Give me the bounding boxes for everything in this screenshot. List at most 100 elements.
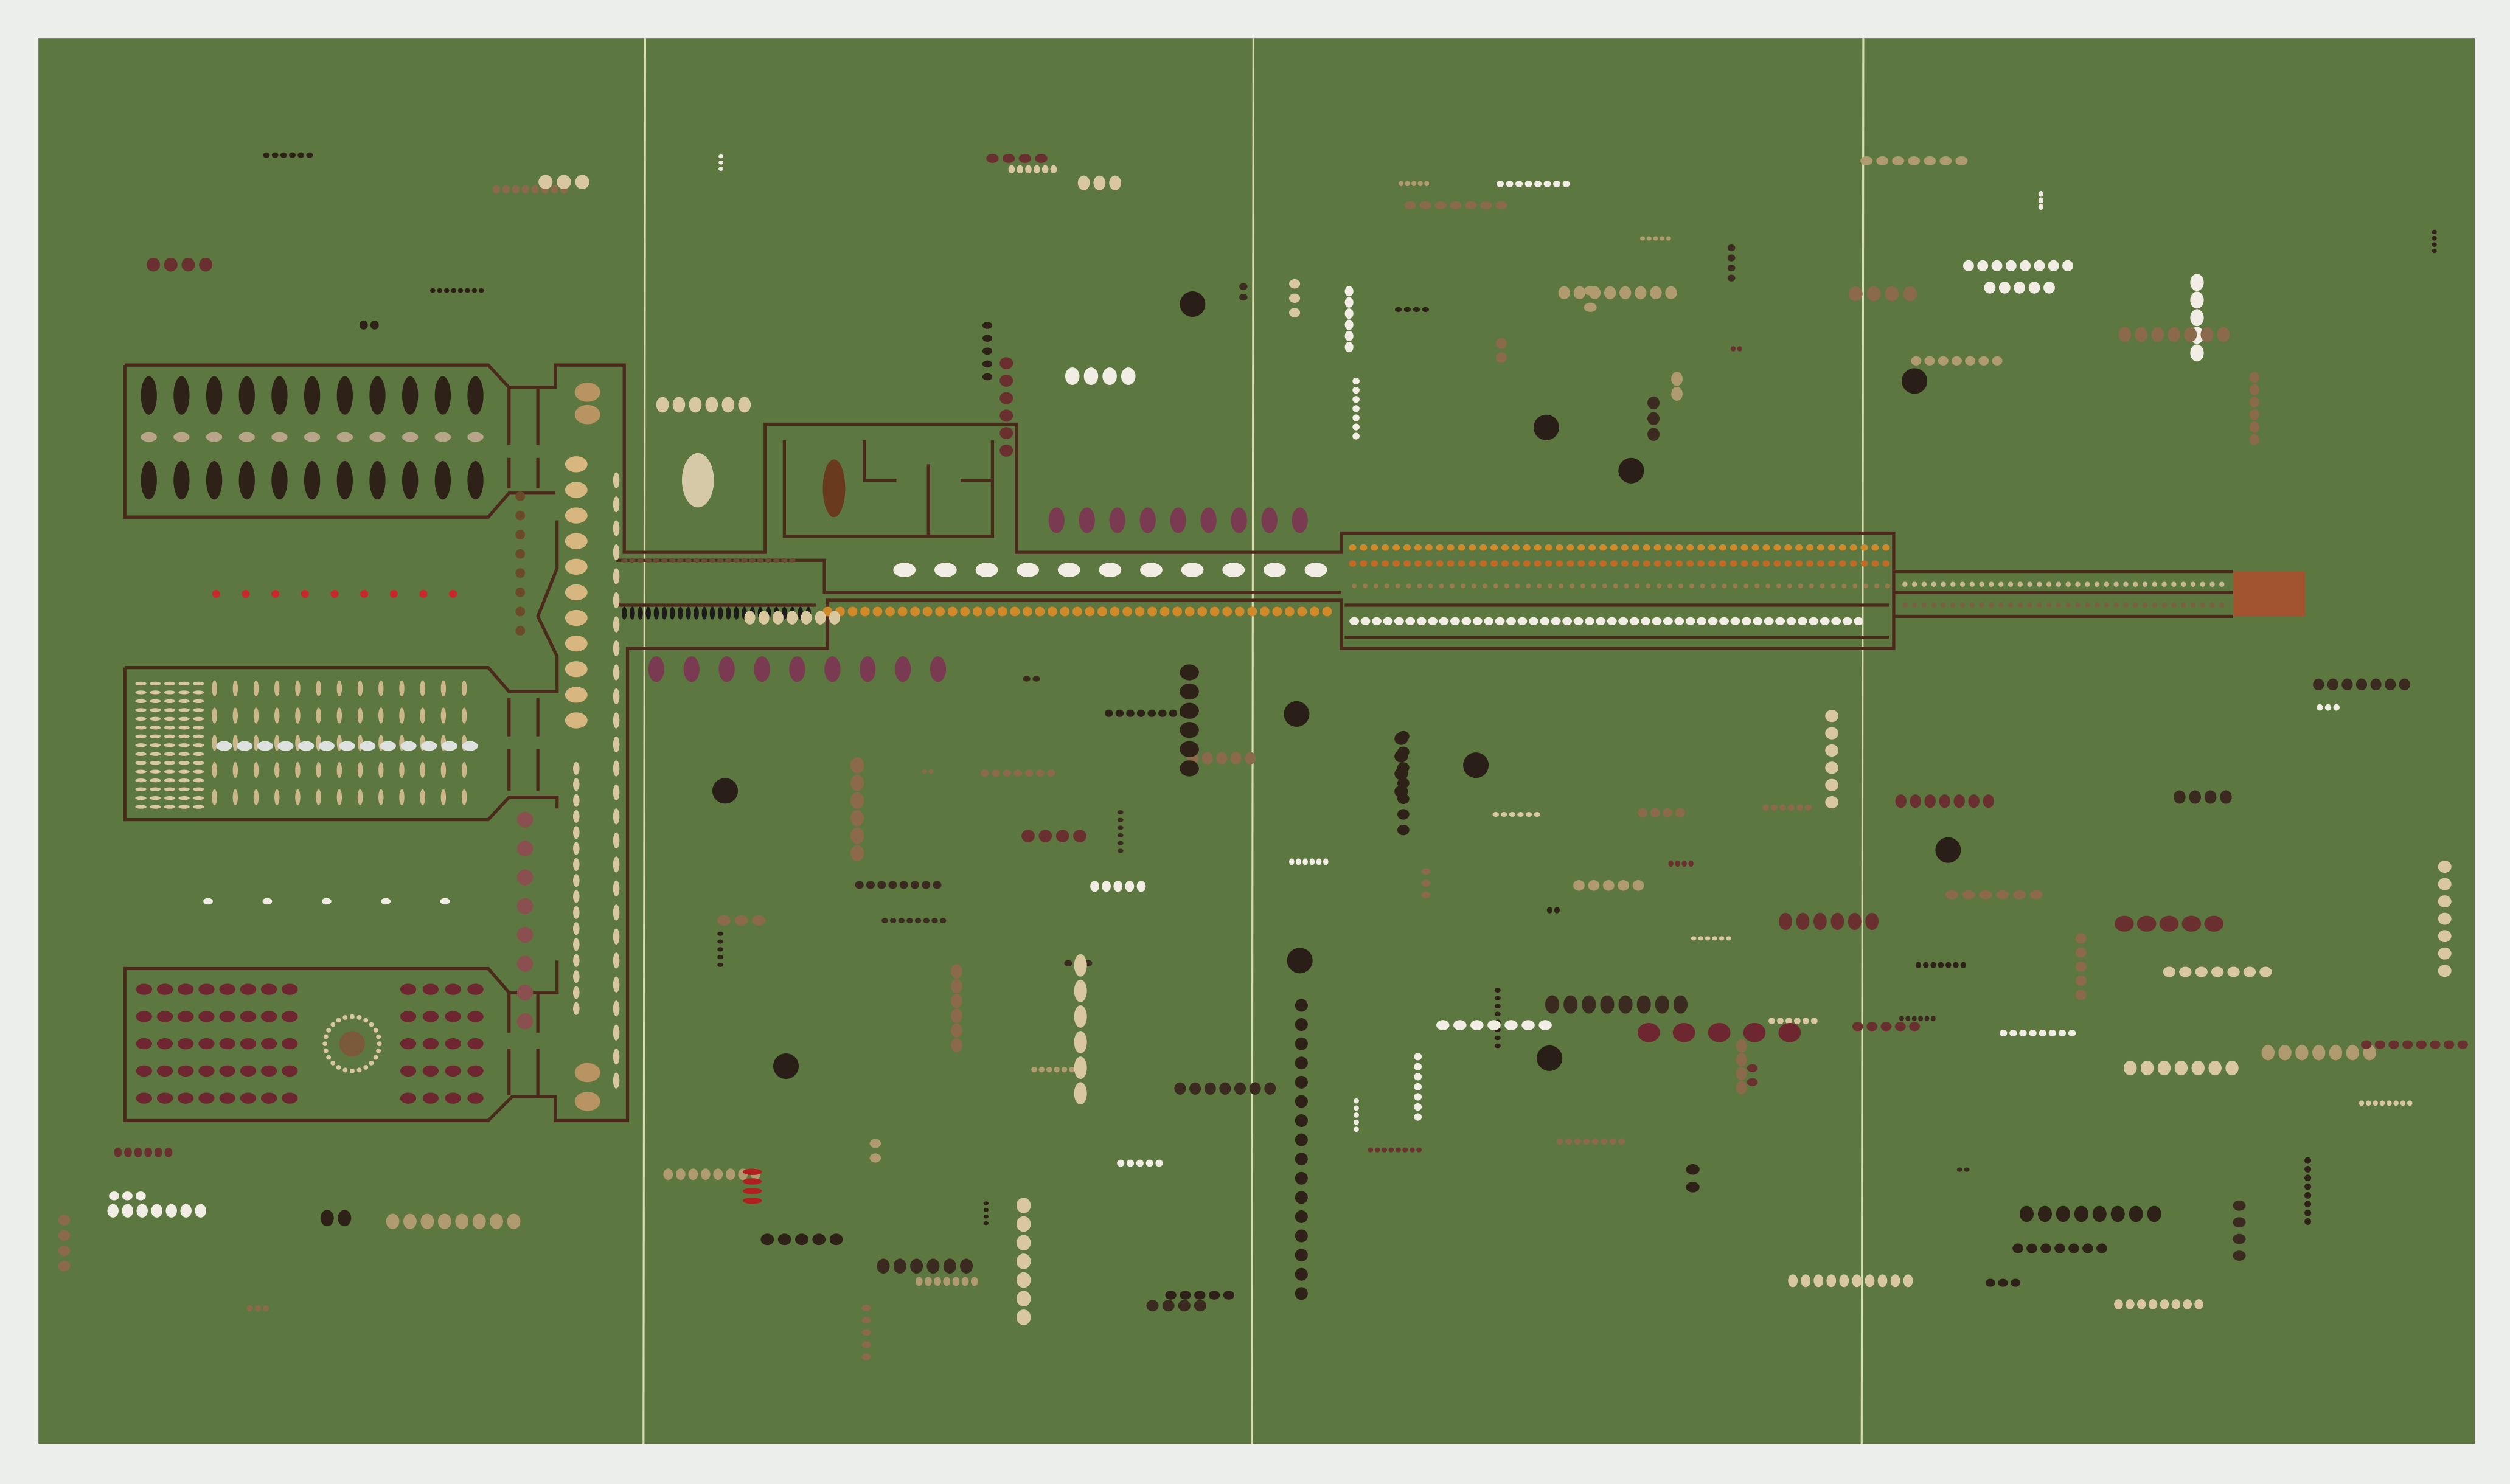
speckled-bean xyxy=(1109,507,1125,533)
small-seed xyxy=(2046,602,2052,608)
white-bean xyxy=(975,563,998,577)
scattered-seed xyxy=(1397,746,1410,757)
scattered-seed xyxy=(2068,1243,2079,1253)
small-seed xyxy=(1941,602,1946,608)
rice-seed xyxy=(150,769,161,774)
orange-seed xyxy=(1773,544,1781,551)
grain-seed xyxy=(613,1000,620,1017)
orange-seed xyxy=(1599,544,1607,551)
scattered-seed xyxy=(297,152,305,158)
grain-seed xyxy=(789,558,796,563)
rice-seed xyxy=(135,716,147,721)
scattered-seed xyxy=(2140,1060,2154,1076)
small-seed xyxy=(1921,602,1927,608)
pumpkin-seed xyxy=(565,507,588,524)
scattered-seed xyxy=(773,611,784,625)
rice-seed xyxy=(164,716,176,721)
scattered-seed xyxy=(1924,794,1936,808)
orange-seed xyxy=(1838,544,1846,551)
scattered-seed xyxy=(734,915,748,926)
small-seed xyxy=(1472,583,1476,589)
scattered-seed xyxy=(1162,1300,1175,1312)
scattered-seed xyxy=(982,335,993,342)
scattered-seed xyxy=(2160,1299,2169,1309)
orange-seed xyxy=(1686,560,1694,567)
speckled-bean xyxy=(860,656,876,682)
rice-seed xyxy=(150,726,161,730)
small-seed xyxy=(1874,583,1879,589)
orange-seed xyxy=(1751,560,1759,567)
red-bean xyxy=(282,1011,298,1022)
rice-seed xyxy=(150,761,161,765)
scattered-seed xyxy=(983,1208,989,1212)
grain-seed xyxy=(1826,1274,1837,1288)
scattered-seed xyxy=(986,153,999,164)
scattered-seed xyxy=(1397,730,1410,742)
sunburst-seed xyxy=(377,1041,382,1047)
small-seed xyxy=(2113,602,2119,608)
scattered-seed xyxy=(1073,830,1086,842)
orange-seed xyxy=(1795,544,1803,551)
grain-seed xyxy=(613,832,620,849)
small-seed xyxy=(2152,581,2158,587)
scattered-seed xyxy=(1660,236,1665,241)
small-seed xyxy=(1743,583,1749,589)
white-seed xyxy=(1495,617,1505,625)
red-bean xyxy=(240,1065,257,1077)
small-seed xyxy=(1537,583,1542,589)
scattered-seed xyxy=(2028,282,2040,294)
scattered-seed xyxy=(1416,1147,1422,1153)
grain-seed xyxy=(621,558,628,563)
scattered-seed xyxy=(1521,1020,1535,1030)
small-seed xyxy=(2133,602,2138,608)
small-seed xyxy=(2180,581,2186,587)
orange-seed xyxy=(1545,560,1552,567)
scattered-seed xyxy=(2341,678,2353,691)
small-seed xyxy=(2161,581,2167,587)
white-bean xyxy=(893,563,916,577)
scattered-seed xyxy=(1865,912,1879,931)
scattered-seed xyxy=(1779,912,1793,931)
orange-seed xyxy=(1382,544,1389,551)
scattered-seed xyxy=(1600,995,1615,1014)
white-seed xyxy=(1775,617,1785,625)
scattered-seed xyxy=(2039,1029,2046,1037)
grain-seed xyxy=(440,761,447,778)
scattered-seed xyxy=(738,397,751,413)
scattered-seed xyxy=(58,1261,71,1272)
rice-seed xyxy=(178,681,190,686)
scattered-seed xyxy=(1414,1053,1422,1061)
scattered-seed xyxy=(1344,319,1354,330)
white-seed xyxy=(1540,617,1550,625)
scattered-seed xyxy=(1779,804,1786,811)
scattered-seed xyxy=(2304,1183,2312,1190)
scattered-seed xyxy=(1405,181,1410,187)
small-seed xyxy=(2017,602,2023,608)
scattered-seed xyxy=(2148,1299,2158,1309)
scattered-seed xyxy=(1553,180,1561,187)
scattered-seed xyxy=(1794,1017,1801,1025)
orange-seed xyxy=(1871,560,1879,567)
grain-seed xyxy=(378,707,384,724)
small-seed xyxy=(1635,583,1640,589)
scattered-seed xyxy=(2374,1040,2386,1049)
scattered-seed xyxy=(1494,1043,1501,1049)
pumpkin-seed xyxy=(1074,1082,1087,1105)
scattered-seed xyxy=(1065,367,1080,385)
orange-seed xyxy=(985,606,995,617)
rice-seed xyxy=(150,690,161,695)
small-seed xyxy=(1667,583,1672,589)
white-bean xyxy=(1057,563,1080,577)
rice-seed xyxy=(178,805,190,809)
scattered-seed xyxy=(2129,1205,2143,1222)
scattered-seed xyxy=(829,611,840,625)
orange-seed xyxy=(1222,606,1232,617)
grain-seed xyxy=(357,789,363,805)
scattered-seed xyxy=(1688,860,1694,867)
round-seed xyxy=(515,606,526,617)
scattered-seed xyxy=(492,184,500,194)
scattered-seed xyxy=(760,1233,774,1246)
scattered-seed xyxy=(1414,1103,1422,1111)
black-grain xyxy=(734,606,739,620)
red-bean xyxy=(400,1038,417,1050)
